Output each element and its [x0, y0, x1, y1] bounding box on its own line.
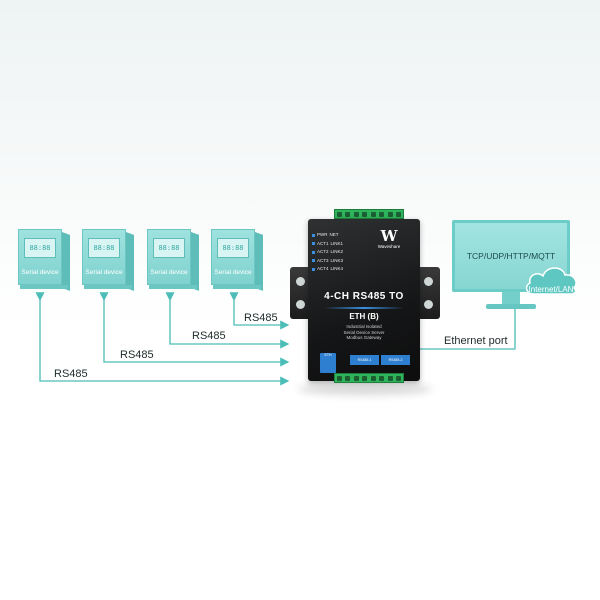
bottom-terminal-block [334, 373, 404, 383]
device-display: 88:88 [217, 238, 249, 258]
mount-bracket-right [418, 267, 440, 319]
device-label: Serial device [85, 269, 123, 276]
ethernet-port-label: Ethernet port [444, 335, 508, 347]
device-label: Serial device [150, 269, 188, 276]
protocol-label: TCP/UDP/HTTP/MQTT [466, 251, 556, 261]
device-label: Serial device [21, 269, 59, 276]
mount-bracket-left [290, 267, 312, 319]
gateway-model: ETH (B) [349, 312, 379, 321]
serial-device: 88:88 Serial device [18, 229, 70, 291]
rs485-port-panel: RS485-1 RS485-2 [350, 355, 410, 365]
rs485-line-2 [99, 292, 290, 367]
device-display: 88:88 [88, 238, 120, 258]
serial-device: 88:88 Serial device [211, 229, 263, 291]
gateway-title: 4-CH RS485 TO [324, 291, 404, 302]
device-display: 88:88 [24, 238, 56, 258]
rs485-label: RS485 [244, 312, 278, 324]
ethernet-line [407, 293, 520, 354]
network-label: Internet/LAN [528, 285, 574, 294]
device-label: Serial device [214, 269, 252, 276]
rs485-label: RS485 [120, 349, 154, 361]
device-display: 88:88 [153, 238, 185, 258]
rs485-label: RS485 [54, 368, 88, 380]
cloud-icon [525, 267, 577, 295]
computer-monitor: TCP/UDP/HTTP/MQTT Internet/LAN [452, 220, 577, 320]
serial-device: 88:88 Serial device [147, 229, 199, 291]
rs485-line-1 [35, 292, 290, 386]
gateway-description: Industrial Isolated Serial Device Server… [343, 324, 385, 340]
serial-device: 88:88 Serial device [82, 229, 134, 291]
waveshare-logo: W Waveshare [377, 227, 401, 250]
top-terminal-block [334, 209, 404, 219]
rs485-line-4 [229, 292, 290, 330]
rs485-label: RS485 [192, 330, 226, 342]
ethernet-port [320, 353, 336, 373]
rs485-line-3 [165, 292, 290, 349]
